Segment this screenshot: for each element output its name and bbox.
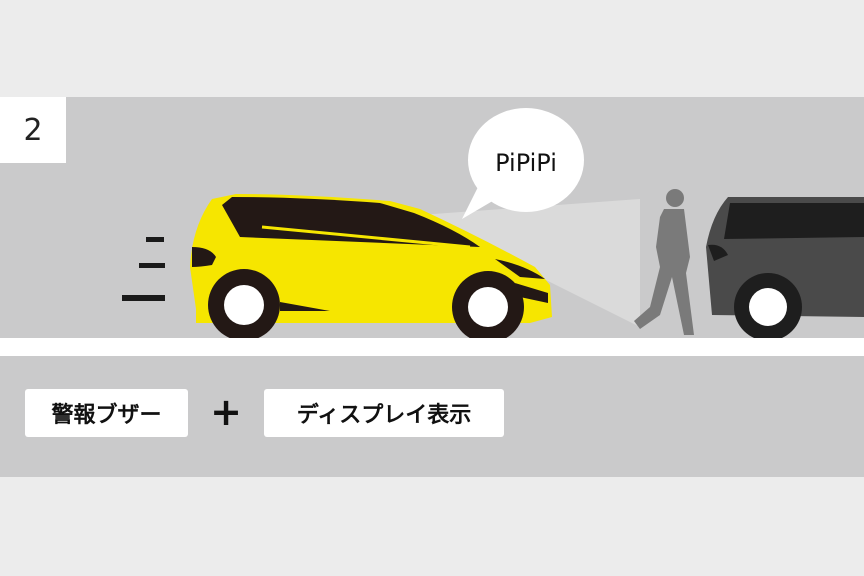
plus-sign: +: [210, 390, 242, 434]
step-number-badge: 2: [0, 97, 66, 163]
dark-car-icon: [706, 197, 864, 338]
warning-buzzer-label: 警報ブザー: [25, 389, 188, 437]
road-lane-line: [0, 338, 864, 356]
motion-lines-icon: [122, 237, 165, 301]
display-label: ディスプレイ表示: [264, 389, 504, 437]
pedestrian-icon: [634, 189, 694, 335]
scene-graphics: PiPiPi: [122, 108, 864, 338]
yellow-car-icon: [190, 194, 552, 338]
bubble-text: PiPiPi: [495, 149, 557, 177]
sensor-beam-icon: [420, 199, 640, 327]
speech-bubble-icon: PiPiPi: [462, 108, 584, 219]
